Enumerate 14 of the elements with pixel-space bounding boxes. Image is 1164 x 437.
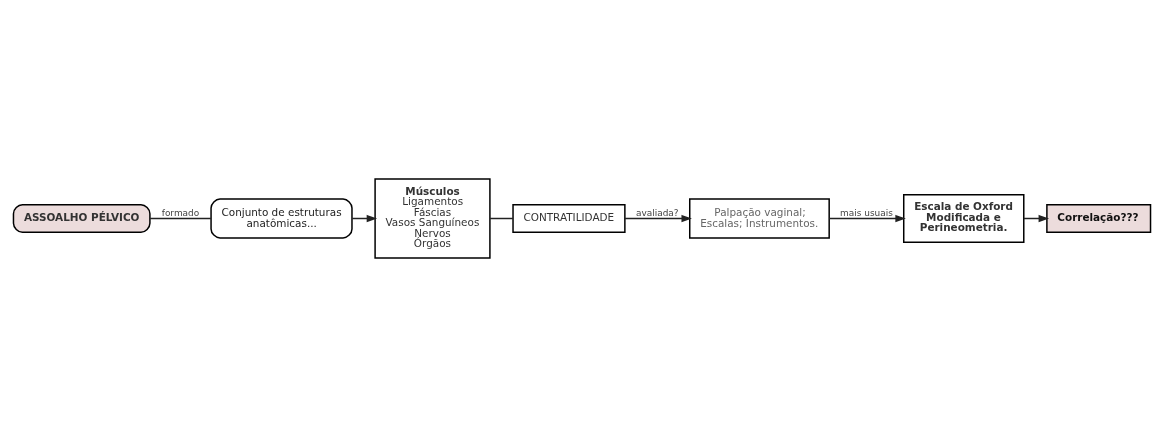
- node-box: Palpação vaginal; Escalas; Instrumentos.: [689, 198, 830, 239]
- node-box: Correlação???: [1046, 203, 1152, 234]
- arrow: [828, 214, 906, 223]
- node-box: Escala de Oxford Modificada e Perineometria.: [903, 193, 1025, 244]
- node-box: ASSOALHO PÉLVICO: [12, 203, 151, 234]
- edge-label: formado: [161, 207, 200, 218]
- arrow: [624, 214, 692, 223]
- edge-label: mais usuais: [840, 207, 893, 218]
- edge-label: avaliada?: [636, 207, 679, 218]
- node-box: CONTRATILIDADE: [512, 203, 626, 234]
- node-box: Conjunto de estruturas anatômicas...: [210, 198, 353, 239]
- connector: [489, 217, 514, 220]
- node-box: Músculos Ligamentos Fáscias Vasos Sanguíneos Nervos Órgãos: [374, 178, 491, 259]
- connector: [149, 217, 212, 220]
